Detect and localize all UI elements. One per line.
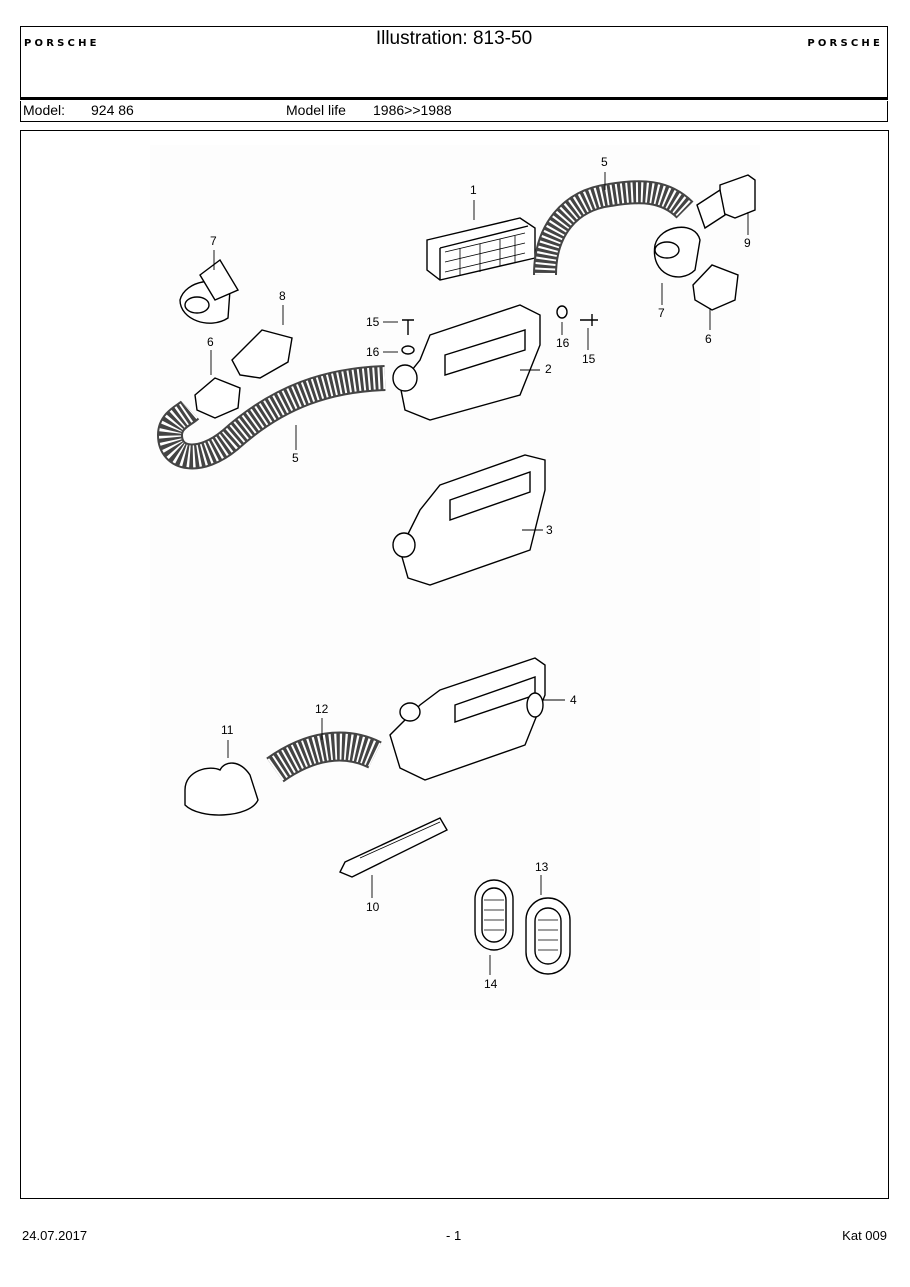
callout-7-right: 7	[658, 306, 665, 320]
vent-strip-10	[339, 817, 448, 878]
footer-page: - 1	[446, 1228, 462, 1243]
footer-catalog: Kat 009	[842, 1228, 887, 1243]
oval-grille-14	[474, 879, 514, 951]
callout-9: 9	[744, 236, 751, 250]
illustration-title: Illustration: 813-50	[375, 28, 533, 49]
elbow-right-part	[653, 226, 701, 278]
callout-7-left: 7	[210, 234, 217, 248]
callout-16-right: 16	[556, 336, 570, 350]
callout-6-left: 6	[207, 335, 214, 349]
model-value: 924 86	[91, 102, 134, 118]
callout-14: 14	[484, 977, 498, 991]
callout-5-lower: 5	[292, 451, 299, 465]
callout-4: 4	[570, 693, 577, 707]
callout-13: 13	[535, 860, 549, 874]
model-life-label: Model life	[286, 102, 346, 118]
callout-labels: 1 2 3 4 5 5 6 6 7 7 8 9 10 11 12 13 14 1…	[207, 155, 751, 991]
callout-15-left: 15	[366, 315, 380, 329]
header-box: PORSCHE Illustration: 813-50 PORSCHE	[20, 26, 888, 100]
connector-left-part	[194, 377, 241, 419]
callout-10: 10	[366, 900, 380, 914]
parts-diagram: 1 2 3 4 5 5 6 6 7 7 8 9 10 11 12 13 14 1…	[150, 145, 760, 1010]
illustration-frame	[20, 130, 889, 1199]
callout-12: 12	[315, 702, 329, 716]
model-life-value: 1986>>1988	[373, 102, 452, 118]
vent-grille-part	[426, 217, 536, 281]
elbow-11	[184, 762, 259, 816]
callout-8: 8	[279, 289, 286, 303]
callout-11: 11	[221, 723, 234, 737]
callout-15-right: 15	[582, 352, 596, 366]
callout-16-left: 16	[366, 345, 380, 359]
porsche-logo-right: PORSCHE	[807, 38, 883, 49]
oval-grille-13	[525, 897, 571, 975]
porsche-logo-left: PORSCHE	[24, 38, 100, 49]
outlet-left-part	[231, 329, 293, 379]
model-label: Model:	[23, 102, 66, 118]
callout-2: 2	[545, 362, 552, 376]
callout-5-upper: 5	[601, 155, 608, 169]
footer-date: 24.07.2017	[22, 1228, 88, 1243]
connector-right-part	[692, 264, 739, 311]
model-bar: Model: 924 86 Model life 1986>>1988	[20, 101, 888, 122]
hose-upper-right	[533, 180, 694, 276]
callout-1: 1	[470, 183, 477, 197]
callout-3: 3	[546, 523, 553, 537]
exploded-view-drawing: 1 2 3 4 5 5 6 6 7 7 8 9 10 11 12 13 14 1…	[156, 155, 756, 991]
outlet-right-part	[719, 174, 756, 219]
callout-6-right: 6	[705, 332, 712, 346]
